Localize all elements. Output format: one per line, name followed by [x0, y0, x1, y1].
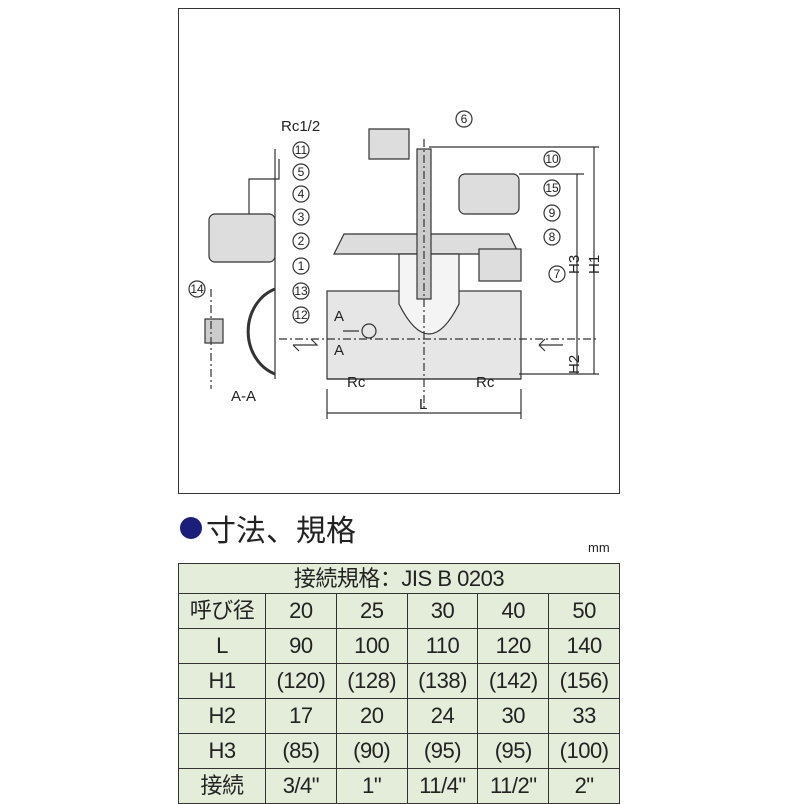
callout-1: 1: [292, 257, 310, 275]
svg-text:3: 3: [298, 210, 305, 224]
svg-text:2: 2: [298, 234, 305, 248]
svg-text:1: 1: [298, 259, 305, 273]
table-cell: 110: [406, 628, 479, 664]
row-label: 接続: [178, 768, 266, 804]
table-cell: (90): [335, 733, 408, 769]
table-cell: 2": [548, 768, 620, 804]
callout-8: 8: [543, 228, 561, 246]
table-header: 接続規格：JIS B 0203: [178, 563, 620, 594]
svg-text:4: 4: [298, 187, 305, 201]
table-cell: 33: [548, 698, 620, 734]
valve-body: [279, 128, 599, 419]
table-cell: (100): [548, 733, 620, 769]
svg-text:12: 12: [294, 308, 308, 322]
table-cell: (128): [335, 663, 408, 699]
table-cell: 11/4": [406, 768, 479, 804]
svg-text:11: 11: [295, 143, 308, 157]
valve-drawing-frame: Rc1/2 Rc Rc L A A A-A H1 H3 H2 11 5 4 3 …: [178, 8, 620, 494]
valve-cross-section-drawing: Rc1/2 Rc Rc L A A A-A H1 H3 H2 11 5 4 3 …: [188, 110, 603, 419]
rc-half-label: Rc1/2: [281, 118, 320, 135]
table-cell: 20: [265, 593, 337, 629]
h1-label: H1: [586, 255, 603, 274]
table-cell: (156): [548, 663, 620, 699]
svg-text:9: 9: [549, 206, 556, 220]
svg-text:6: 6: [461, 112, 468, 126]
row-label: H2: [178, 698, 266, 734]
table-cell: (95): [406, 733, 479, 769]
row-label: L: [178, 628, 266, 664]
callout-9: 9: [543, 204, 561, 222]
row-label: H3: [178, 733, 266, 769]
callout-12: 12: [292, 306, 310, 324]
section-a-label: A: [334, 308, 344, 325]
section-title: 寸法、規格: [206, 515, 356, 548]
table-cell: 24: [406, 698, 479, 734]
callout-6: 6: [455, 110, 473, 128]
callout-7: 7: [548, 265, 566, 283]
rc-right-label: Rc: [476, 374, 495, 391]
unit-label: mm: [588, 540, 610, 555]
table-cell: 1": [335, 768, 408, 804]
svg-text:7: 7: [554, 267, 561, 281]
table-cell: 20: [335, 698, 408, 734]
h2-label: H2: [566, 355, 583, 374]
table-cell: 25: [335, 593, 408, 629]
svg-text:8: 8: [549, 230, 556, 244]
svg-text:10: 10: [545, 152, 559, 166]
bullet-icon: [180, 517, 202, 539]
callout-10: 10: [543, 150, 561, 168]
table-cell: 100: [335, 628, 408, 664]
table-cell: 140: [548, 628, 620, 664]
section-heading: 寸法、規格: [180, 506, 356, 550]
table-cell: 120: [477, 628, 550, 664]
callout-3: 3: [292, 208, 310, 226]
callout-2: 2: [292, 232, 310, 250]
side-view: [204, 149, 280, 389]
callout-5: 5: [292, 163, 310, 181]
svg-text:5: 5: [298, 165, 305, 179]
section-view-label: A-A: [231, 388, 256, 405]
row-label: H1: [178, 663, 266, 699]
table-cell: 17: [265, 698, 337, 734]
table-cell: 30: [406, 593, 479, 629]
table-cell: 40: [477, 593, 550, 629]
table-cell: (138): [406, 663, 479, 699]
table-header-row: 接続規格：JIS B 0203: [178, 563, 620, 594]
table-row: H3(85)(90)(95)(95)(100): [178, 733, 620, 769]
table-cell: (142): [477, 663, 550, 699]
svg-text:14: 14: [190, 282, 204, 296]
callout-15: 15: [543, 179, 561, 197]
table-cell: 90: [265, 628, 337, 664]
length-label: L: [419, 396, 427, 413]
callout-4: 4: [292, 185, 310, 203]
callout-13: 13: [292, 282, 310, 300]
rc-left-label: Rc: [347, 374, 366, 391]
section-a-label: A: [334, 342, 344, 359]
table-cell: (120): [265, 663, 337, 699]
table-row: H1(120)(128)(138)(142)(156): [178, 663, 620, 699]
callout-14: 14: [188, 280, 206, 298]
svg-text:15: 15: [545, 181, 559, 195]
svg-text:13: 13: [294, 284, 308, 298]
table-cell: 50: [548, 593, 620, 629]
callout-11: 11: [292, 141, 310, 159]
row-label: 呼び径: [178, 593, 266, 629]
table-cell: 30: [477, 698, 550, 734]
table-cell: 11/2": [477, 768, 550, 804]
table-cell: 3/4": [265, 768, 337, 804]
table-cell: (85): [265, 733, 337, 769]
h3-label: H3: [566, 255, 583, 274]
table-cell: (95): [477, 733, 550, 769]
